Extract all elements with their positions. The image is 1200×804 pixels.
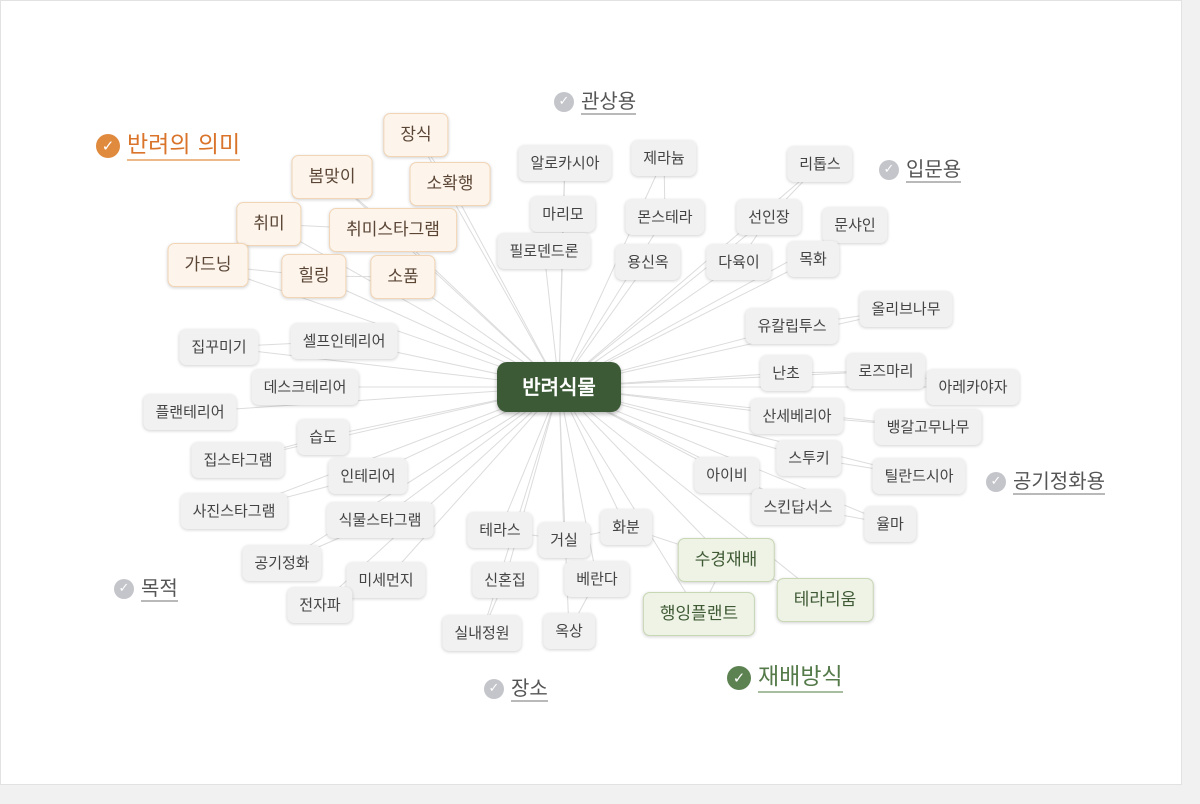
category-label: 입문용 [906,157,962,183]
node-chwimi[interactable]: 취미 [236,202,302,246]
category-beginner[interactable]: ✓ 입문용 [879,157,962,183]
node-rooftop[interactable]: 옥상 [543,613,595,649]
node-stucky[interactable]: 스투키 [776,440,842,476]
node-veranda[interactable]: 베란다 [564,561,630,597]
node-photo-insta[interactable]: 사진스타그램 [180,493,288,529]
node-sansevieria[interactable]: 산세베리아 [750,398,844,434]
node-bengal[interactable]: 뱅갈고무나무 [874,409,982,445]
category-label: 목적 [141,576,178,602]
node-lithops[interactable]: 리톱스 [787,146,853,182]
category-meaning[interactable]: ✓ 반려의 의미 [96,131,241,161]
node-healing[interactable]: 힐링 [281,254,347,298]
category-label: 공기정화용 [1013,469,1105,495]
node-pot[interactable]: 화분 [600,509,652,545]
node-newlywed[interactable]: 신혼집 [472,562,538,598]
category-air-purifying[interactable]: ✓ 공기정화용 [986,469,1105,495]
node-chwimi-insta[interactable]: 취미스타그램 [329,208,457,252]
node-yongsinok[interactable]: 용신옥 [615,244,681,280]
node-fine-dust[interactable]: 미세먼지 [346,562,426,598]
category-label: 관상용 [581,89,637,115]
category-label: 반려의 의미 [127,131,241,161]
node-interior[interactable]: 인테리어 [328,458,408,494]
node-terrace[interactable]: 테라스 [467,512,533,548]
node-plant-terior[interactable]: 플랜테리어 [143,394,237,430]
check-circle-icon: ✓ [879,160,899,180]
node-self-interior[interactable]: 셀프인테리어 [290,323,398,359]
node-electromagnetic[interactable]: 전자파 [287,587,353,623]
check-circle-icon: ✓ [484,679,504,699]
check-circle-icon: ✓ [114,579,134,599]
node-philodendron[interactable]: 필로덴드론 [497,233,591,269]
node-bommaji[interactable]: 봄맞이 [291,155,373,199]
center-node[interactable]: 반려식물 [497,362,621,412]
node-humidity[interactable]: 습도 [297,419,349,455]
node-marimo[interactable]: 마리모 [530,196,596,232]
node-succulent[interactable]: 다육이 [706,244,772,280]
node-mokhwa[interactable]: 목화 [787,241,839,277]
node-air-purify[interactable]: 공기정화 [242,545,322,581]
check-circle-icon: ✓ [986,472,1006,492]
node-tillandsia[interactable]: 틸란드시아 [872,458,966,494]
node-gardening[interactable]: 가드닝 [167,243,249,287]
node-yulma[interactable]: 율마 [864,506,916,542]
node-scindapsus[interactable]: 스킨답서스 [751,489,845,525]
node-jip-insta[interactable]: 집스타그램 [191,442,285,478]
node-plant-insta[interactable]: 식물스타그램 [326,502,434,538]
node-desk-terior[interactable]: 데스크테리어 [251,369,359,405]
node-hanging[interactable]: 행잉플랜트 [642,592,756,636]
node-indoor-garden[interactable]: 실내정원 [442,615,522,651]
node-monstera[interactable]: 몬스테라 [625,199,705,235]
node-areca[interactable]: 아레카야자 [926,369,1020,405]
node-ivy[interactable]: 아이비 [694,457,760,493]
category-cultivation[interactable]: ✓ 재배방식 [727,663,843,693]
node-geranium[interactable]: 제라늄 [631,140,697,176]
node-rosemary[interactable]: 로즈마리 [846,353,926,389]
category-ornamental[interactable]: ✓ 관상용 [554,89,637,115]
category-label: 재배방식 [758,663,843,693]
check-circle-icon: ✓ [554,92,574,112]
node-jipkkumigi[interactable]: 집꾸미기 [179,329,259,365]
node-terrarium[interactable]: 테라리움 [776,578,874,622]
node-cactus[interactable]: 선인장 [736,199,802,235]
node-eucalyptus[interactable]: 유칼립투스 [745,308,839,344]
category-place[interactable]: ✓ 장소 [484,676,548,702]
node-sohwakhaeng[interactable]: 소확행 [409,162,491,206]
check-circle-icon: ✓ [96,134,120,158]
node-hydroponics[interactable]: 수경재배 [677,538,775,582]
node-orchid[interactable]: 난초 [760,355,812,391]
node-munsyain[interactable]: 문샤인 [822,207,888,243]
node-living-room[interactable]: 거실 [538,522,590,558]
node-jangsik[interactable]: 장식 [383,113,449,157]
node-alocasia[interactable]: 알로카시아 [518,145,612,181]
category-label: 장소 [511,676,548,702]
category-purpose[interactable]: ✓ 목적 [114,576,178,602]
check-circle-icon: ✓ [727,666,751,690]
node-olive[interactable]: 올리브나무 [859,291,953,327]
node-sopum[interactable]: 소품 [370,255,436,299]
